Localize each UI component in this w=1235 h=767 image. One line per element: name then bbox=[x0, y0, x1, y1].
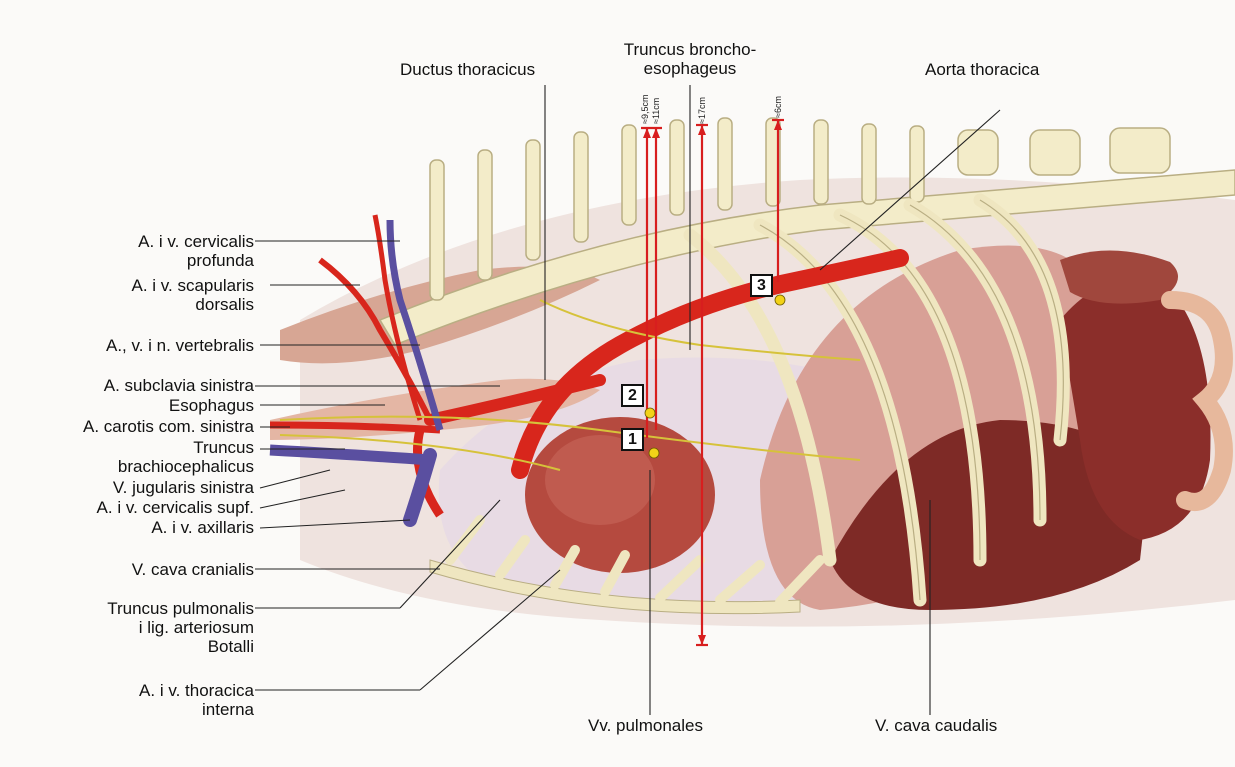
label-jugularis-sinistra: V. jugularis sinistra bbox=[113, 478, 254, 497]
label-line: V. cava caudalis bbox=[875, 716, 997, 735]
label-ductus-thoracicus: Ductus thoracicus bbox=[400, 60, 535, 79]
label-line: V. jugularis sinistra bbox=[113, 478, 254, 497]
label-line: A. carotis com. sinistra bbox=[83, 417, 254, 436]
label-cervicalis-supf: A. i v. cervicalis supf. bbox=[97, 498, 254, 517]
label-line: A. i v. axillaris bbox=[151, 518, 254, 537]
label-line: A. i v. thoracica bbox=[139, 681, 254, 700]
label-truncus-pulmonalis: Truncus pulmonalis i lig. arteriosum Bot… bbox=[107, 599, 254, 656]
measure-label-9-5cm: ≈9,5cm bbox=[640, 95, 650, 124]
label-line: dorsalis bbox=[131, 295, 254, 314]
label-vertebralis: A., v. i n. vertebralis bbox=[106, 336, 254, 355]
label-line: Botalli bbox=[107, 637, 254, 656]
site-marker-1: 1 bbox=[621, 428, 644, 451]
label-line: Ductus thoracicus bbox=[400, 60, 535, 79]
label-aorta-thoracica: Aorta thoracica bbox=[925, 60, 1039, 79]
label-line: Truncus bbox=[118, 438, 254, 457]
label-line: interna bbox=[139, 700, 254, 719]
label-line: Truncus pulmonalis bbox=[107, 599, 254, 618]
label-vv-pulmonales: Vv. pulmonales bbox=[588, 716, 703, 735]
measure-label-11cm: ≈11cm bbox=[651, 98, 661, 124]
label-line: A., v. i n. vertebralis bbox=[106, 336, 254, 355]
label-line: Esophagus bbox=[169, 396, 254, 415]
label-cava-cranialis: V. cava cranialis bbox=[132, 560, 254, 579]
label-line: A. subclavia sinistra bbox=[104, 376, 254, 395]
label-line: i lig. arteriosum bbox=[107, 618, 254, 637]
label-line: brachiocephalicus bbox=[118, 457, 254, 476]
label-carotis-com-sinistra: A. carotis com. sinistra bbox=[83, 417, 254, 436]
label-line: Truncus broncho- bbox=[590, 40, 790, 59]
label-line: Aorta thoracica bbox=[925, 60, 1039, 79]
label-line: A. i v. cervicalis supf. bbox=[97, 498, 254, 517]
label-subclavia-sinistra: A. subclavia sinistra bbox=[104, 376, 254, 395]
site-marker-2: 2 bbox=[621, 384, 644, 407]
label-line: V. cava cranialis bbox=[132, 560, 254, 579]
label-line: Vv. pulmonales bbox=[588, 716, 703, 735]
measure-label-6cm: ≈6cm bbox=[773, 96, 783, 118]
label-line: profunda bbox=[138, 251, 254, 270]
label-line: esophageus bbox=[590, 59, 790, 78]
label-esophagus: Esophagus bbox=[169, 396, 254, 415]
label-cervicalis-profunda: A. i v. cervicalis profunda bbox=[138, 232, 254, 270]
label-cava-caudalis: V. cava caudalis bbox=[875, 716, 997, 735]
label-line: A. i v. cervicalis bbox=[138, 232, 254, 251]
label-thoracica-interna: A. i v. thoracica interna bbox=[139, 681, 254, 719]
label-scapularis-dorsalis: A. i v. scapularis dorsalis bbox=[131, 276, 254, 314]
site-marker-3: 3 bbox=[750, 274, 773, 297]
measure-label-17cm: ≈17cm bbox=[697, 97, 707, 124]
label-line: A. i v. scapularis bbox=[131, 276, 254, 295]
label-truncus-brachiocephalicus: Truncus brachiocephalicus bbox=[118, 438, 254, 476]
label-axillaris: A. i v. axillaris bbox=[151, 518, 254, 537]
label-truncus-bronchoesophageus: Truncus broncho- esophageus bbox=[590, 40, 790, 78]
